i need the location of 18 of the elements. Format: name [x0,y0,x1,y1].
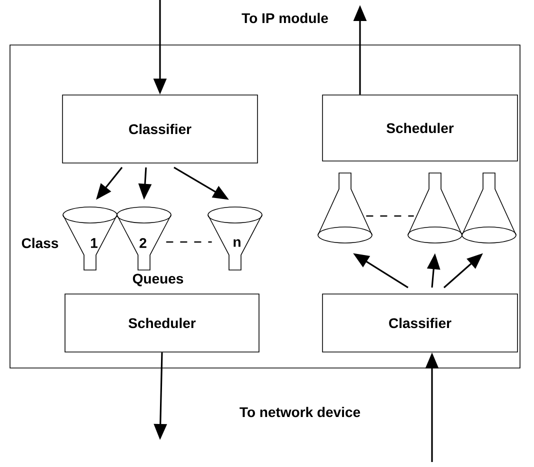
queue-funnel [208,206,262,270]
queue-funnel [318,172,372,244]
dashed-line [366,215,414,217]
dashed-line [166,241,212,243]
queue-label: n [234,239,240,247]
queue-label: 2 [140,238,146,248]
queue-label: Queues [132,274,184,286]
caption-text: To IP module [242,12,328,24]
queue-funnel [62,206,118,270]
queue-label: 1 [91,238,98,248]
process-box: Scheduler [64,294,260,352]
queue-funnel [116,206,172,270]
process-box: Classifier [322,294,518,352]
queue-funnel [462,172,516,244]
caption-text: To network device [240,406,360,418]
process-box: Classifier [62,94,258,164]
queue-funnel [408,172,462,244]
process-box: Scheduler [322,94,518,162]
